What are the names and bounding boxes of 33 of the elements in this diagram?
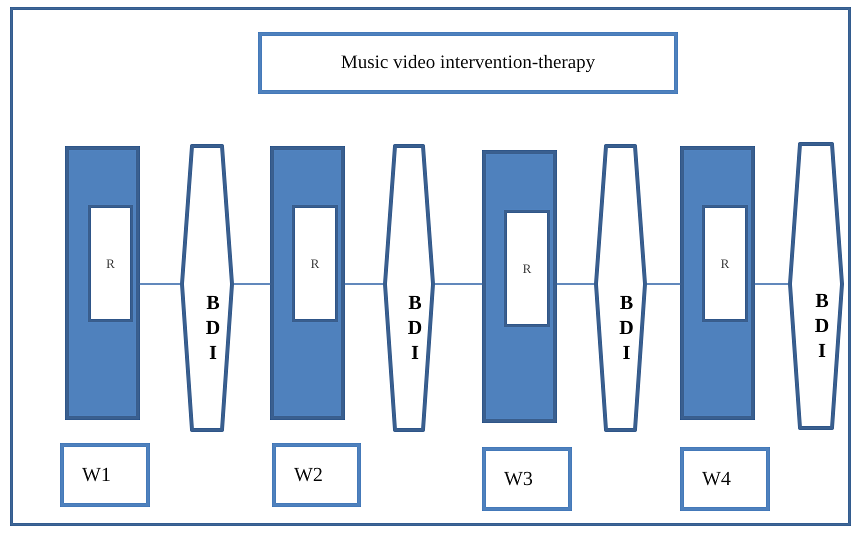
bar-panel <box>65 146 140 420</box>
inner-box <box>504 210 550 327</box>
bar-panel <box>270 146 345 420</box>
connector-line <box>140 283 182 285</box>
inner-box <box>88 205 133 322</box>
connector-line <box>645 283 680 285</box>
bar-panel <box>482 150 557 423</box>
label-text: R <box>522 260 532 276</box>
label-text: W3 <box>504 468 533 490</box>
vertical-label: B D I <box>618 290 635 366</box>
label-text: W1 <box>82 464 111 486</box>
week-box <box>60 443 150 507</box>
connector-line <box>557 283 596 285</box>
connector-line <box>433 283 482 285</box>
bar-panel <box>680 146 755 420</box>
label-text: R <box>310 256 320 272</box>
label-text: W4 <box>702 468 731 490</box>
vertical-label: B D I <box>814 288 830 364</box>
connector-line <box>755 283 790 285</box>
connector-line <box>232 283 270 285</box>
title-text: Music video intervention-therapy <box>340 52 596 74</box>
vertical-label: B D I <box>406 290 424 366</box>
connector-line <box>345 283 385 285</box>
vertical-label: B D I <box>204 290 222 366</box>
inner-box <box>702 205 748 322</box>
label-text: R <box>720 256 730 272</box>
week-box <box>272 443 361 507</box>
label-text: R <box>106 256 115 272</box>
week-box <box>680 447 770 511</box>
week-box <box>482 447 572 511</box>
inner-box <box>292 205 338 322</box>
title-box <box>258 32 678 94</box>
label-text: W2 <box>294 464 323 486</box>
